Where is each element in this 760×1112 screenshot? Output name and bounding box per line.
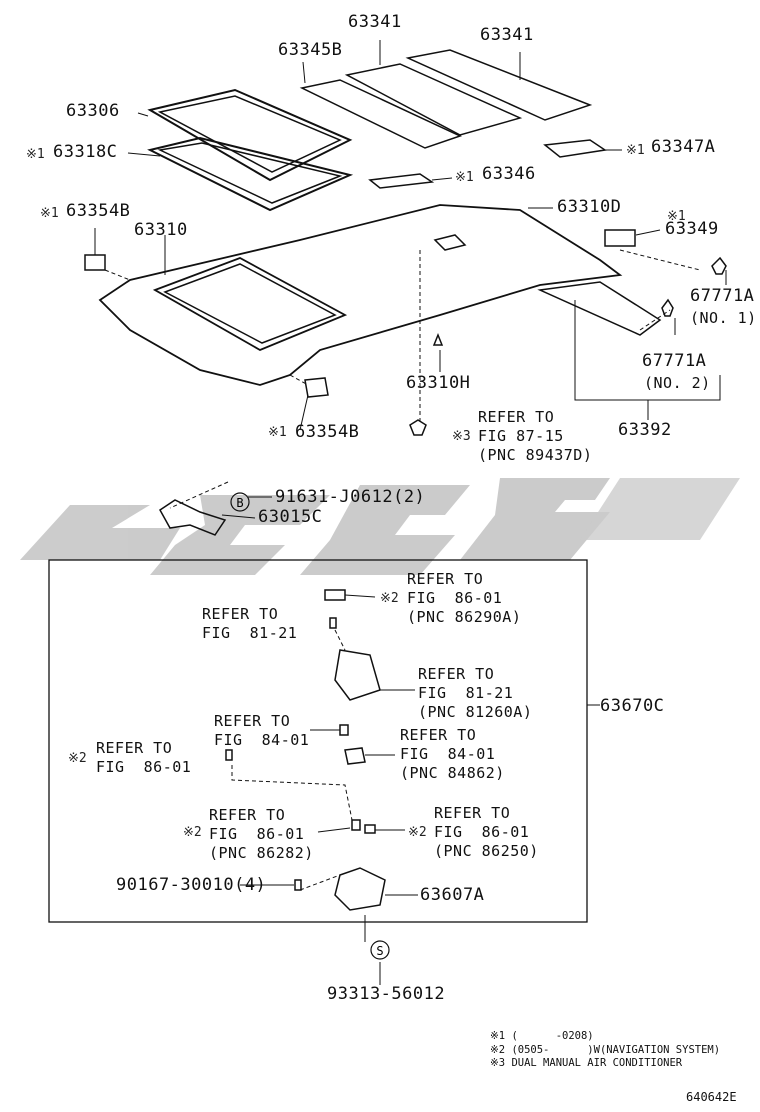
label-63015c: 63015C xyxy=(258,507,323,527)
label-67771a-2: 67771A xyxy=(642,351,707,371)
note-2: ※2 (0505- )W(NAVIGATION SYSTEM) xyxy=(490,1043,721,1056)
label-63310d: 63310D xyxy=(557,197,622,217)
watermark-logo xyxy=(20,478,740,575)
callout-b: B xyxy=(236,496,243,510)
ref-81260a[interactable]: REFER TO FIG 81-21 (PNC 81260A) xyxy=(418,665,533,721)
mark-2: ※2 xyxy=(408,825,427,840)
mark-1: ※1 xyxy=(268,425,287,440)
label-63354b-bot: 63354B xyxy=(295,422,360,442)
label-63349: 63349 xyxy=(665,219,719,239)
mark-1: ※1 xyxy=(667,209,686,224)
label-63341-a: 63341 xyxy=(348,12,402,32)
label-63345b: 63345B xyxy=(278,40,343,60)
label-63347a: 63347A xyxy=(651,137,716,157)
ref-86290a[interactable]: REFER TO FIG 86-01 (PNC 86290A) xyxy=(407,570,522,626)
note-1: ※1 ( -0208) xyxy=(490,1030,594,1042)
figure-number: 640642E xyxy=(686,1090,737,1104)
panel-63345b xyxy=(299,79,463,149)
label-93313: 93313-56012 xyxy=(327,984,446,1004)
footnotes: ※1 ( -0208)※2 (0505- )W(NAVIGATION SYSTE… xyxy=(490,1030,720,1071)
callout-s: S xyxy=(376,944,383,958)
ref-84862[interactable]: REFER TO FIG 84-01 (PNC 84862) xyxy=(400,726,505,782)
ref-fig-87-15[interactable]: REFER TO FIG 87-15 (PNC 89437D) xyxy=(478,408,593,464)
label-67771a-1: 67771A xyxy=(690,286,755,306)
mark-1: ※1 xyxy=(40,206,59,221)
assembly-box-63670c xyxy=(48,559,588,923)
mark-1: ※1 xyxy=(455,170,474,185)
label-63306: 63306 xyxy=(66,101,120,121)
headliner-63310 xyxy=(98,204,623,386)
mark-2: ※2 xyxy=(380,591,399,606)
label-63607a: 63607A xyxy=(420,885,485,905)
mark-3: ※3 xyxy=(452,429,471,444)
ref-86-01[interactable]: REFER TO FIG 86-01 xyxy=(96,739,192,776)
ref-81-21[interactable]: REFER TO FIG 81-21 xyxy=(202,605,298,642)
panel-63341-a xyxy=(344,63,523,136)
ref-86282[interactable]: REFER TO FIG 86-01 (PNC 86282) xyxy=(209,806,314,862)
note-3: ※3 DUAL MANUAL AIR CONDITIONER xyxy=(490,1057,683,1069)
label-90167: 90167-30010(4) xyxy=(116,875,267,895)
mark-2: ※2 xyxy=(68,751,87,766)
label-63341-b: 63341 xyxy=(480,25,534,45)
panel-63341-b xyxy=(405,49,593,121)
label-63346: 63346 xyxy=(482,164,536,184)
label-63310: 63310 xyxy=(134,220,188,240)
label-63318c: 63318C xyxy=(53,142,118,162)
label-63354b-top: 63354B xyxy=(66,201,131,221)
mark-1: ※1 xyxy=(26,147,45,162)
label-63392: 63392 xyxy=(618,420,672,440)
label-63310h: 63310H xyxy=(406,373,471,393)
label-63670c: 63670C xyxy=(600,696,665,716)
mark-1: ※1 xyxy=(626,143,645,158)
ref-86250[interactable]: REFER TO FIG 86-01 (PNC 86250) xyxy=(434,804,539,860)
label-67771a-1-sub: (NO. 1) xyxy=(690,309,757,327)
label-67771a-2-sub: (NO. 2) xyxy=(644,374,711,392)
label-91631: 91631-J0612(2) xyxy=(275,487,426,507)
mark-2: ※2 xyxy=(183,825,202,840)
ref-84-01[interactable]: REFER TO FIG 84-01 xyxy=(214,712,310,749)
